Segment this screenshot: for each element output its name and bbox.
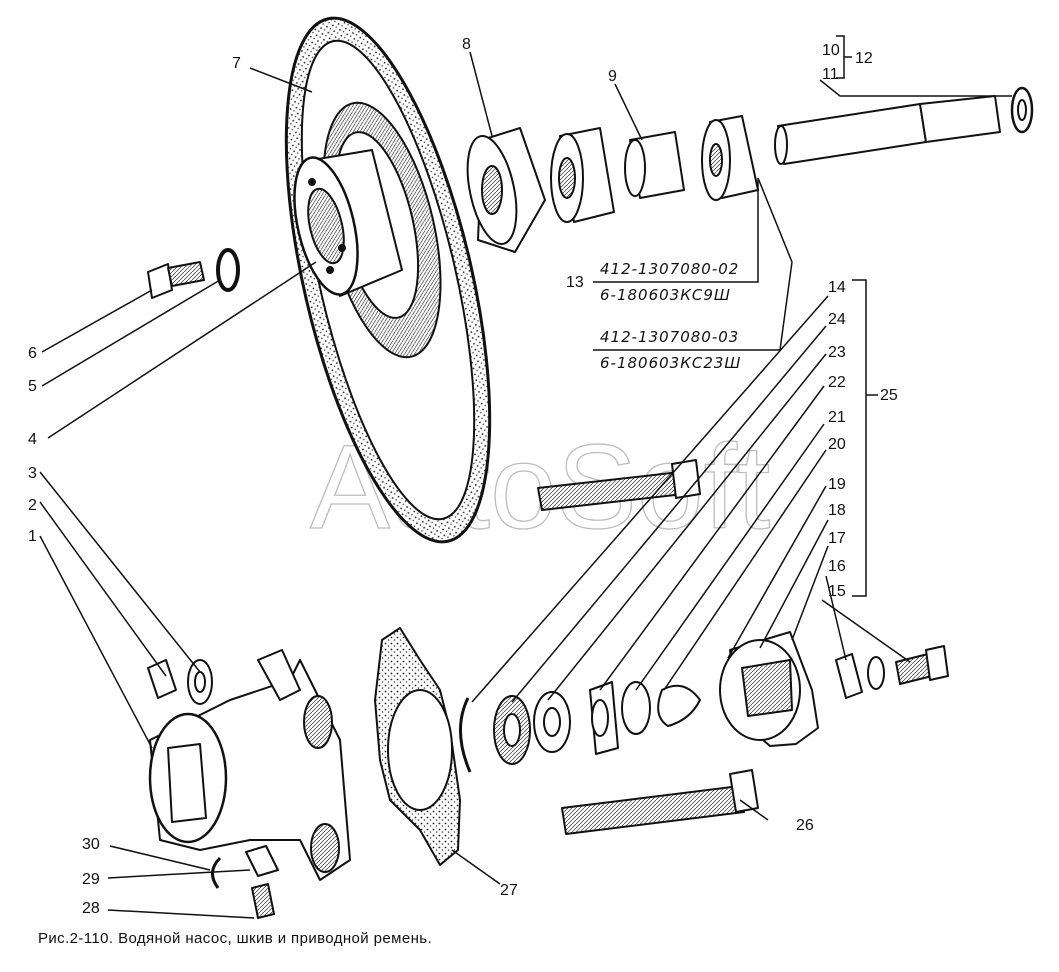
- callout-8: 8: [462, 36, 471, 53]
- nut-16: [835, 653, 863, 699]
- callout-9: 9: [608, 68, 617, 85]
- callout-14: 14: [828, 279, 846, 296]
- lock-washer-5: [216, 248, 240, 292]
- callout-17: 17: [828, 530, 846, 547]
- nut-29: [245, 845, 279, 877]
- seal-assembly: [493, 681, 701, 765]
- callout-15: 15: [828, 583, 846, 600]
- callout-16: 16: [828, 558, 846, 575]
- callout-1: 1: [28, 528, 37, 545]
- gasket-27: [374, 627, 461, 866]
- part-number-6-23: 6-180603КС23Ш: [600, 354, 741, 372]
- callout-29: 29: [82, 871, 100, 888]
- figure-title: Водяной насос, шкив и приводной ремень.: [118, 930, 433, 947]
- shaft: [774, 95, 1001, 165]
- part-number-6-9: 6-180603КС9Ш: [600, 286, 731, 304]
- flange-8: [466, 127, 546, 253]
- callout-26: 26: [796, 817, 814, 834]
- callout-7: 7: [232, 55, 241, 72]
- leader-lines: [39, 35, 1012, 919]
- callout-numbers: 1 2 3 4 5 6 7 8 9 10 11 12 14 24 23 22 2…: [28, 36, 898, 917]
- nut-12: [1010, 86, 1034, 134]
- part-number-412-02: 412-1307080-02: [600, 260, 739, 278]
- callout-23: 23: [828, 344, 846, 361]
- long-bolt: [537, 459, 701, 511]
- callout-25: 25: [880, 387, 898, 404]
- pump-housing: [148, 649, 351, 881]
- part-number-412-03: 412-1307080-03: [600, 328, 739, 346]
- retaining-ring: [458, 697, 472, 773]
- bolt-14: [895, 645, 949, 685]
- callout-18: 18: [828, 502, 846, 519]
- callout-6: 6: [28, 345, 37, 362]
- callout-22: 22: [828, 374, 846, 391]
- figure-caption: Рис.2-110. Водяной насос, шкив и приводн…: [38, 930, 432, 947]
- stud-28: [251, 883, 275, 919]
- figure-number: Рис.2-110.: [38, 930, 114, 947]
- callout-20: 20: [828, 436, 846, 453]
- ring-30: [211, 856, 222, 889]
- bolt-26: [561, 769, 759, 835]
- label-13: 13: [566, 274, 584, 291]
- callout-30: 30: [82, 836, 100, 853]
- callout-5: 5: [28, 378, 37, 395]
- spacer-sleeve: [624, 131, 685, 199]
- bearing-9: [550, 127, 615, 223]
- callout-4: 4: [28, 431, 37, 448]
- callout-24: 24: [828, 311, 846, 328]
- callout-27: 27: [500, 882, 518, 899]
- callout-28: 28: [82, 900, 100, 917]
- callout-3: 3: [28, 465, 37, 482]
- nut-2: [147, 659, 177, 699]
- bearing-13: [701, 115, 759, 201]
- washer-3: [187, 659, 213, 705]
- hub: [293, 149, 403, 297]
- impeller-17: [719, 631, 819, 747]
- washer-15: [867, 656, 885, 690]
- callout-10: 10: [822, 42, 840, 59]
- callout-11: 11: [822, 66, 839, 83]
- callout-12: 12: [855, 50, 873, 67]
- callout-19: 19: [828, 476, 846, 493]
- bolt-6: [147, 261, 205, 299]
- callout-2: 2: [28, 497, 37, 514]
- callout-21: 21: [828, 409, 846, 426]
